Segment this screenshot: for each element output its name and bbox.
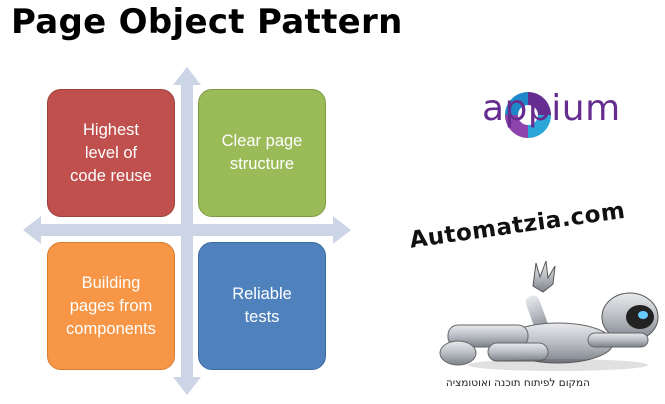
quadrant-components: Building pages from components	[47, 242, 175, 370]
cross-arrows	[23, 67, 351, 395]
quadrant-label: Reliable tests	[232, 285, 292, 326]
arrow-head-down	[173, 377, 201, 395]
quadrant-label: Clear page structure	[221, 132, 303, 173]
quadrant-page-structure: Clear page structure	[198, 89, 326, 217]
hebrew-tagline: המקום לפיתוח תוכנה ואוטומציה	[445, 377, 590, 389]
automatzia-wordmark: Automatzia.com	[408, 197, 627, 254]
robot-mascot-icon	[439, 260, 659, 371]
horizontal-arrow-shaft	[36, 224, 338, 236]
quadrant-diagram: Highest level of code reuse Clear page s…	[22, 66, 352, 396]
quadrant-code-reuse: Highest level of code reuse	[47, 89, 175, 217]
slide-title: Page Object Pattern	[11, 2, 403, 42]
arrow-head-left	[23, 216, 41, 244]
quadrant-label: Highest level of code reuse	[70, 120, 152, 185]
arrow-head-up	[173, 67, 201, 85]
appium-logo-icon	[505, 92, 551, 138]
quadrant-reliable-tests: Reliable tests	[198, 242, 326, 370]
quadrant-label: Building pages from components	[66, 273, 156, 338]
appium-wordmark: appium	[482, 88, 621, 129]
arrow-head-right	[333, 216, 351, 244]
